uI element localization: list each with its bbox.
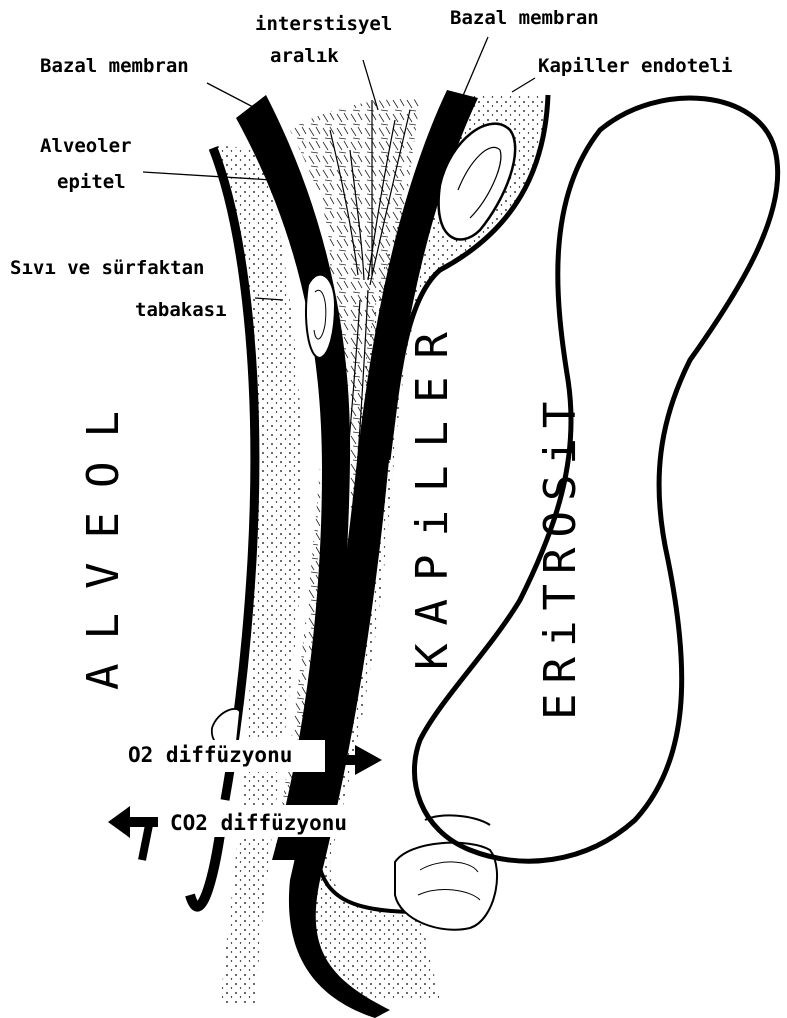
label-o2-diffusion: O2 diffüzyonu xyxy=(128,743,292,767)
alveolar-epithelium xyxy=(215,145,303,1005)
label-alveol: ALVEOL xyxy=(78,387,129,690)
label-kapiller-endoteli: Kapiller endoteli xyxy=(538,55,732,77)
label-interstisyel-line2: aralık xyxy=(270,45,339,67)
label-co2-diffusion: CO2 diffüzyonu xyxy=(170,811,347,835)
label-alveoler-line2: epitel xyxy=(57,171,126,193)
label-sivi-line2: tabakası xyxy=(135,299,227,321)
label-bazal-membran-left: Bazal membran xyxy=(40,55,189,77)
label-eritrosit: ERiTROSiT xyxy=(535,392,586,720)
label-interstisyel-line1: interstisyel xyxy=(255,13,392,35)
label-bazal-membran-right: Bazal membran xyxy=(450,7,599,29)
label-sivi-line1: Sıvı ve sürfaktan xyxy=(10,257,204,279)
label-alveoler-line1: Alveoler xyxy=(40,135,132,157)
label-kapiller: KAPiLLER xyxy=(407,314,458,670)
